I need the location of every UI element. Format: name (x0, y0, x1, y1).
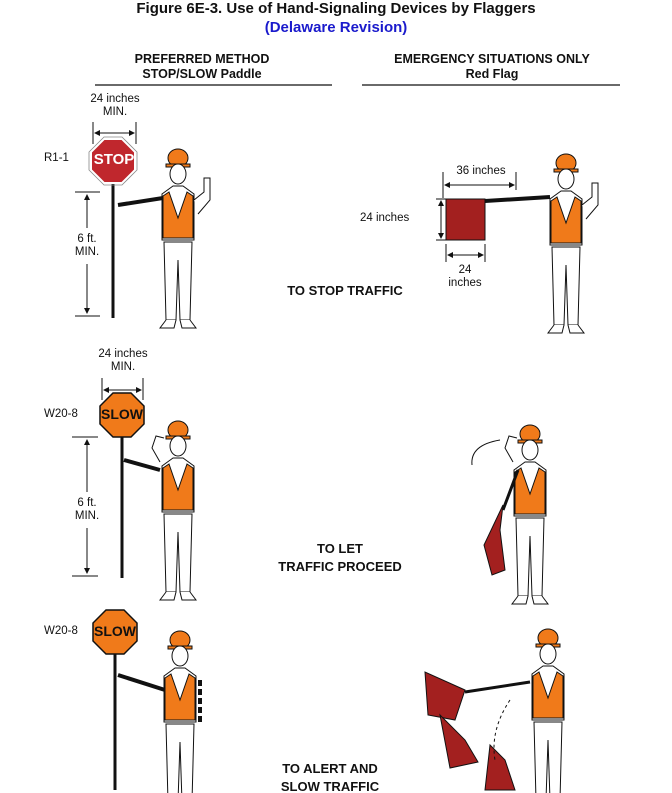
row2-red-flag (471, 424, 549, 605)
caption-let-traffic-proceed: TO LET TRAFFIC PROCEED (260, 540, 420, 576)
caption-line2: TRAFFIC PROCEED (278, 559, 402, 574)
height-label-line2: MIN. (74, 510, 100, 522)
right-heading-line1: EMERGENCY SITUATIONS ONLY (394, 52, 590, 66)
caption-line2: SLOW TRAFFIC (280, 779, 380, 793)
flag-width-line2: inches (448, 277, 482, 289)
row2-slow-paddle (72, 378, 197, 601)
caption-line1: TO ALERT AND (282, 761, 378, 776)
caption-alert-slow-traffic: TO ALERT AND SLOW TRAFFIC (250, 760, 410, 793)
left-heading-line1: PREFERRED METHOD (134, 52, 270, 66)
right-heading-line2: Red Flag (465, 67, 519, 81)
sign-code-w20-8: W20-8 (44, 625, 78, 637)
flag-length-label: 36 inches (456, 165, 506, 177)
stop-sign-text: STOP (93, 151, 135, 168)
height-label-line1: 6 ft. (77, 497, 97, 509)
stop-height-label: 6 ft. MIN. (67, 233, 107, 259)
row1-red-flag (436, 153, 599, 334)
width-label-line2: MIN. (102, 106, 128, 118)
slow-width-label: 24 inches MIN. (88, 348, 158, 374)
left-heading-line2: STOP/SLOW Paddle (142, 67, 262, 81)
flag-width-label: 24 inches (440, 264, 490, 290)
right-column-heading: EMERGENCY SITUATIONS ONLY Red Flag (362, 52, 622, 82)
slow-sign-text: SLOW (101, 406, 143, 422)
height-label-line2: MIN. (74, 246, 100, 258)
width-label-line2: MIN. (110, 361, 136, 373)
row3-slow-paddle (92, 609, 202, 793)
row1-stop-paddle (75, 122, 211, 329)
figure-title: Figure 6E-3. Use of Hand-Signaling Devic… (136, 0, 536, 17)
caption-stop-traffic: TO STOP TRAFFIC (287, 283, 403, 298)
height-label-line1: 6 ft. (77, 233, 97, 245)
width-label-line1: 24 inches (90, 93, 140, 105)
flag-width-line1: 24 (458, 264, 472, 276)
figure-subtitle: (Delaware Revision) (264, 19, 408, 36)
stop-width-label: 24 inches MIN. (80, 93, 150, 119)
row3-red-flag (424, 628, 567, 793)
flag-height-label: 24 inches (360, 212, 410, 224)
width-label-line1: 24 inches (98, 348, 148, 360)
left-column-heading: PREFERRED METHOD STOP/SLOW Paddle (82, 52, 322, 82)
slow-height-label: 6 ft. MIN. (67, 497, 107, 523)
slow-sign-text: SLOW (94, 623, 136, 639)
caption-line1: TO LET (317, 541, 363, 556)
sign-code-w20-8: W20-8 (44, 408, 78, 420)
sign-code-r1-1: R1-1 (44, 152, 69, 164)
